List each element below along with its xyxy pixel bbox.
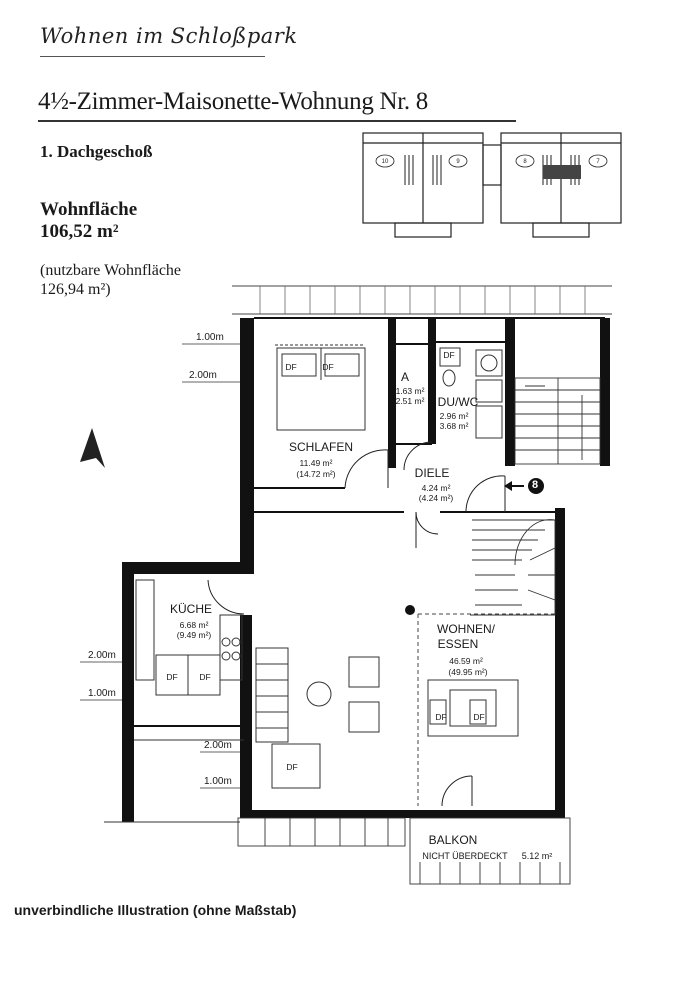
df-label: DF xyxy=(435,712,447,722)
floor-label: 1. Dachgeschoß xyxy=(40,142,153,161)
dimension-label: 2.00m xyxy=(88,650,116,661)
room-area-usable-diele: (4.24 m²) xyxy=(418,493,454,503)
room-area-kueche: 6.68 m² xyxy=(179,620,209,630)
room-area-duwc: 2.96 m² xyxy=(439,411,469,421)
df-label: DF xyxy=(166,672,178,682)
room-area-usable-abstell: 2.51 m² xyxy=(395,396,425,406)
dimension-label: 1.00m xyxy=(204,776,232,787)
room-label-diele: DIELE xyxy=(414,466,450,480)
room-area-usable-wohnen: (49.95 m²) xyxy=(448,667,488,677)
dimension-label: 2.00m xyxy=(204,740,232,751)
room-area-usable-schlafen: (14.72 m²) xyxy=(296,469,336,479)
brand-underline xyxy=(40,56,265,57)
key-plan: 10 9 8 7 xyxy=(362,132,622,238)
dimension-label: 1.00m xyxy=(88,688,116,699)
page-title: 4½-Zimmer-Maisonette-Wohnung Nr. 8 xyxy=(38,88,428,115)
room-area-abstell: 1.63 m² xyxy=(395,386,425,396)
key-plan-unit-8: 8 xyxy=(523,159,527,165)
room-label-balkon: BALKON xyxy=(428,833,478,847)
df-label: DF xyxy=(285,362,297,372)
room-area-diele: 4.24 m² xyxy=(421,483,451,493)
balkon-note: NICHT ÜBERDECKT xyxy=(422,851,508,861)
room-label-wohnen: WOHNEN/ xyxy=(437,622,495,636)
living-area-label: Wohnfläche xyxy=(40,199,138,220)
dimension-label: 2.00m xyxy=(189,370,217,381)
df-label: DF xyxy=(473,712,485,722)
room-label-abstell: A xyxy=(400,370,410,384)
room-label-schlafen: SCHLAFEN xyxy=(288,440,354,454)
room-area-usable-duwc: 3.68 m² xyxy=(439,421,469,431)
room-label-essen: ESSEN xyxy=(437,637,479,651)
usable-area-note: (nutzbare Wohnfläche 126,94 m²) xyxy=(40,262,182,298)
df-label: DF xyxy=(286,762,298,772)
living-area-value: 106,52 m² xyxy=(40,221,119,242)
df-label: DF xyxy=(199,672,211,682)
disclaimer: unverbindliche Illustration (ohne Maßsta… xyxy=(14,902,297,918)
df-label: DF xyxy=(443,350,455,360)
entrance-arrow-icon xyxy=(504,478,544,494)
room-label-kueche: KÜCHE xyxy=(169,602,213,616)
entrance-number: 8 xyxy=(532,479,539,491)
room-area-usable-kueche: (9.49 m²) xyxy=(176,630,212,640)
room-area-schlafen: 11.49 m² xyxy=(299,458,333,468)
north-arrow-icon xyxy=(80,428,105,468)
key-plan-unit-9: 9 xyxy=(456,159,460,165)
brand-logo-text: Wohnen im Schloßpark xyxy=(40,24,298,48)
df-label: DF xyxy=(322,362,334,372)
key-plan-unit-7: 7 xyxy=(596,159,600,165)
room-area-balkon: 5.12 m² xyxy=(521,851,553,861)
room-area-wohnen: 46.59 m² xyxy=(449,656,483,666)
key-plan-unit-10: 10 xyxy=(382,159,389,165)
dimension-label: 1.00m xyxy=(196,332,224,343)
title-underline xyxy=(38,120,516,122)
room-label-duwc: DU/WC xyxy=(437,395,479,409)
